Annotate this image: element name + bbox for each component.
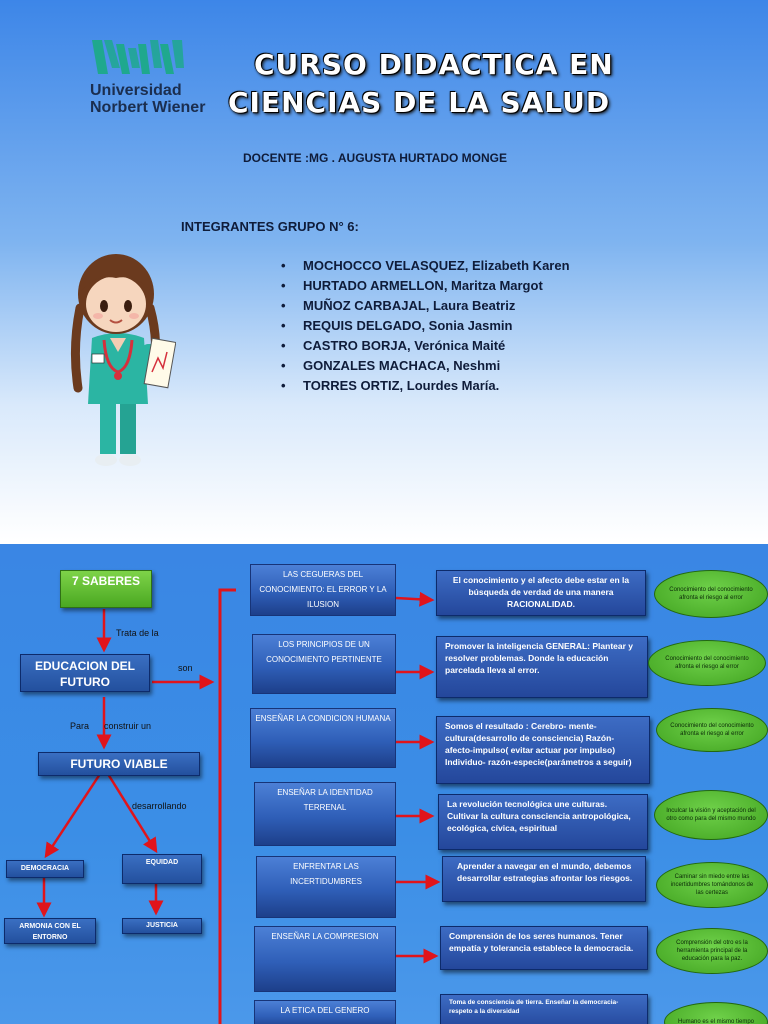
description-box: Comprensión de los seres humanos. Tener … (440, 926, 648, 970)
summary-oval: Comprensión del otro es la herramienta p… (656, 928, 768, 974)
summary-oval: Conocimiento del conocimiento afronta el… (648, 640, 766, 686)
member-item: •MOCHOCCO VELASQUEZ, Elizabeth Karen (281, 258, 570, 273)
topic-box: ENSEÑAR LA CONDICION HUMANA (250, 708, 396, 768)
arrow-futuro-equidad (106, 773, 158, 854)
description-box: Toma de consciencia de tierra. Enseñar l… (440, 994, 648, 1024)
norbert-wiener-logo-icon (92, 40, 184, 74)
member-list: •MOCHOCCO VELASQUEZ, Elizabeth Karen •HU… (281, 256, 570, 396)
summary-oval: Conocimiento del conocimiento afronta el… (654, 570, 768, 618)
son-label: son (178, 663, 193, 673)
description-box: Somos el resultado : Cerebro- mente- cul… (436, 716, 650, 784)
futuro-box: FUTURO VIABLE (38, 752, 200, 776)
topic-box: ENSEÑAR LA IDENTIDAD TERRENAL (254, 782, 396, 846)
topic-box: ENFRENTAR LAS INCERTIDUMBRES (256, 856, 396, 918)
title-line2: CIENCIAS DE LA SALUD (228, 86, 611, 119)
summary-oval: Inculcar la visión y aceptación del otro… (654, 790, 768, 840)
concept-map-slide: 7 SABERES Trata de la EDUCACION DEL FUTU… (0, 544, 768, 1024)
desarrollando-label: desarrollando (132, 801, 187, 811)
armonia-box: ARMONIA CON EL ENTORNO (4, 918, 96, 944)
topic-box: ENSEÑAR LA COMPRESION (254, 926, 396, 992)
grupo-label: INTEGRANTES GRUPO N° 6: (181, 219, 359, 234)
member-item: •GONZALES MACHACA, Neshmi (281, 358, 501, 373)
member-item: •MUÑOZ CARBAJAL, Laura Beatriz (281, 298, 516, 313)
description-box: Promover la inteligencia GENERAL: Plante… (436, 636, 648, 698)
topic-bracket (218, 588, 236, 1024)
nurse-illustration-icon (70, 254, 176, 466)
description-box: Aprender a navegar en el mundo, debemos … (442, 856, 646, 902)
topic-box: LA ETICA DEL GENERO (254, 1000, 396, 1024)
equidad-box: EQUIDAD (122, 854, 202, 884)
summary-oval: Conocimiento del conocimiento afronta el… (656, 708, 768, 752)
topic-box: LAS CEGUERAS DEL CONOCIMIENTO: EL ERROR … (250, 564, 396, 616)
saberes-box: 7 SABERES (60, 570, 152, 608)
topic-box: LOS PRINCIPIOS DE UN CONOCIMIENTO PERTIN… (252, 634, 396, 694)
member-item: •TORRES ORTIZ, Lourdes María. (281, 378, 500, 393)
justicia-box: JUSTICIA (122, 918, 202, 934)
description-box: La revolución tecnológica une culturas. … (438, 794, 648, 850)
democracia-box: DEMOCRACIA (6, 860, 84, 878)
member-item: •REQUIS DELGADO, Sonia Jasmin (281, 318, 513, 333)
para-label: Para (70, 721, 90, 731)
university-logo: Universidad Norbert Wiener (86, 38, 216, 128)
title-line1: CURSO DIDACTICA EN (254, 48, 614, 81)
title-slide: Universidad Norbert Wiener CURSO DIDACTI… (0, 0, 768, 540)
connector-arrows (36, 588, 441, 1024)
construir-label: construir un (104, 721, 152, 731)
summary-oval: Caminar sin miedo entre las incertidumbr… (656, 862, 768, 908)
member-item: •CASTRO BORJA, Verónica Maité (281, 338, 506, 353)
description-box: El conocimiento y el afecto debe estar e… (436, 570, 646, 616)
arrow-row-1 (395, 591, 435, 607)
member-item: •HURTADO ARMELLON, Maritza Margot (281, 278, 543, 293)
docente-label: DOCENTE :MG . AUGUSTA HURTADO MONGE (243, 151, 507, 165)
educacion-box: EDUCACION DEL FUTURO (20, 654, 150, 692)
arrow-futuro-democracia (44, 773, 102, 859)
logo-line2: Norbert Wiener (90, 99, 206, 116)
logo-line1: Universidad (90, 82, 182, 99)
trata-label: Trata de la (116, 628, 159, 638)
